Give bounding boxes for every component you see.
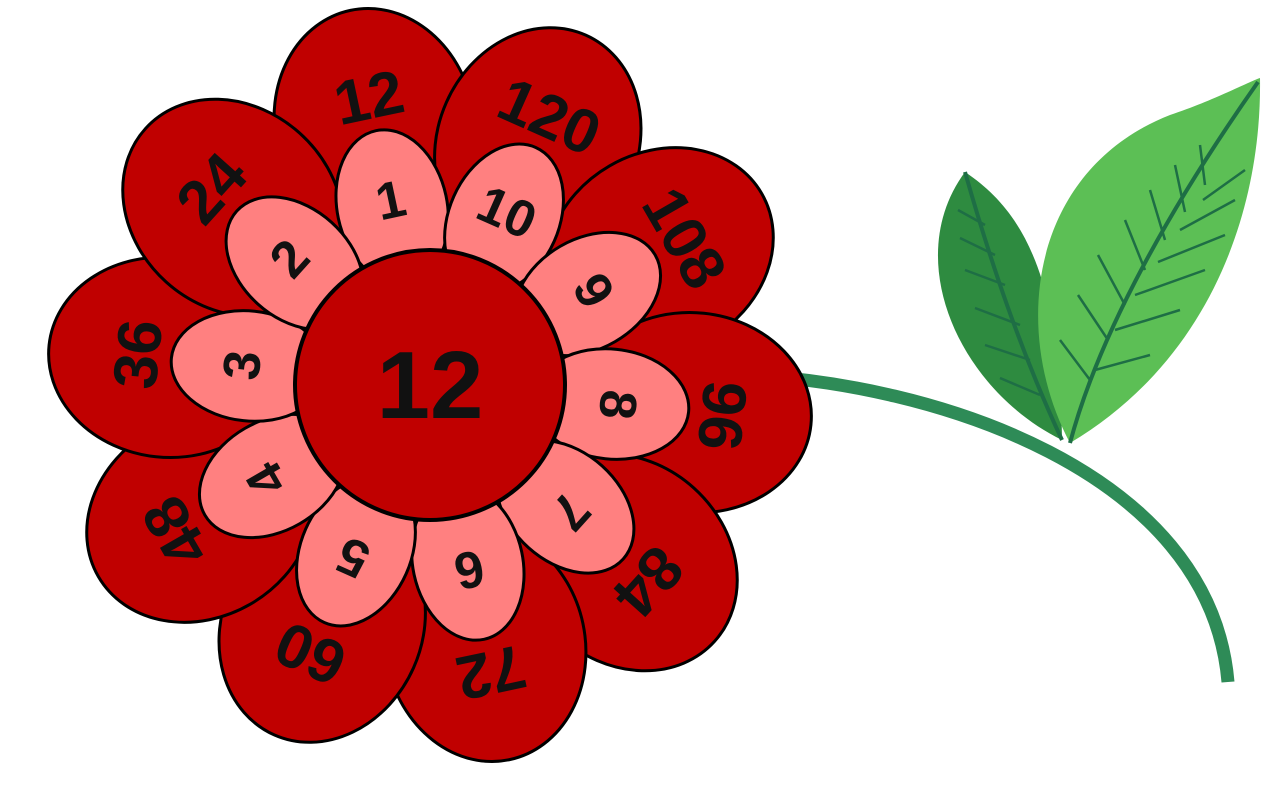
inner-petal-8-number: 8 <box>587 387 648 422</box>
right-leaf <box>1038 78 1260 443</box>
stem <box>742 375 1228 682</box>
outer-petal-96-number: 96 <box>684 378 760 454</box>
inner-petal-3-number: 3 <box>212 348 273 383</box>
flower-center: 12 <box>295 250 565 520</box>
stem-and-leaves <box>742 78 1260 682</box>
center-number: 12 <box>377 332 484 439</box>
outer-petal-12-number: 12 <box>328 57 410 139</box>
outer-petal-72-number: 72 <box>450 631 532 713</box>
outer-petal-36-number: 36 <box>101 316 177 392</box>
